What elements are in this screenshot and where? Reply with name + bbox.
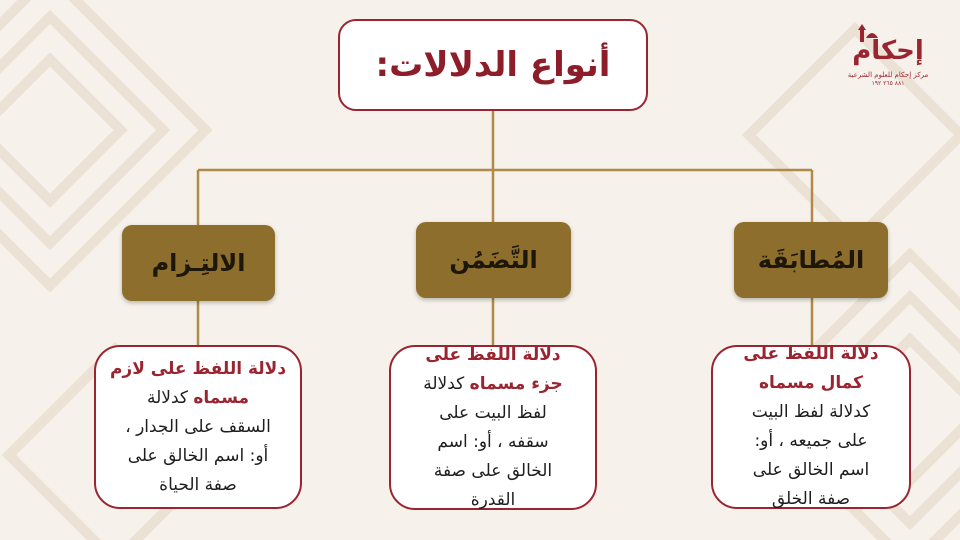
definition-line: كدلالة لفظ البيت	[751, 402, 871, 422]
brand-name: إحكام	[852, 36, 924, 66]
definition-line: على جميعه ، أو:	[754, 431, 868, 451]
definition-line: سقفه ، أو: اسم	[437, 431, 549, 452]
category-mutabaqa: المُطابَقَة	[734, 222, 888, 298]
definition-line: جزء مسماه كدلالة	[423, 373, 563, 394]
brand-tagline: مركز إحكام للعلوم الشرعية	[847, 71, 929, 79]
definition-line: دلالة اللفظ على لازم	[109, 358, 287, 379]
definition-line: اسم الخالق على	[752, 460, 870, 480]
category-label: المُطابَقَة	[757, 246, 865, 274]
category-iltizam: الالتِـزام	[122, 225, 275, 301]
category-label: التَّضَمُن	[449, 246, 538, 274]
definition-line: مسماه كدلالة	[146, 387, 250, 408]
definition-tadammun: دلالة اللفظ على جزء مسماه كدلالة لفظ الب…	[389, 345, 597, 510]
definition-line: لفظ البيت على	[439, 402, 547, 423]
category-label: الالتِـزام	[151, 249, 246, 277]
definition-line: السقف على الجدار ،	[125, 416, 271, 437]
brand-logo: إحكام مركز إحكام للعلوم الشرعية ٨٨١ ٢٦٥ …	[842, 24, 934, 94]
definition-iltizam: دلالة اللفظ على لازم مسماه كدلالة السقف …	[94, 345, 302, 509]
definition-line: كمال مسماه	[759, 373, 863, 393]
category-tadammun: التَّضَمُن	[416, 222, 571, 298]
mosque-icon	[858, 24, 878, 42]
definition-line: دلالة اللفظ على	[425, 344, 561, 365]
definition-line: أو: اسم الخالق على	[127, 445, 269, 466]
definition-line: صفة الخلق	[771, 489, 851, 509]
definition-mutabaqa: دلالة اللفظ على كمال مسماه كدلالة لفظ ال…	[711, 344, 911, 509]
brand-number: ٨٨١ ٢٦٥ ١٩٢	[871, 80, 905, 87]
definition-line: صفة الحياة	[159, 474, 237, 495]
definition-line: دلالة اللفظ على	[743, 344, 879, 364]
definition-line: القدرة	[470, 489, 516, 510]
definition-line: الخالق على صفة	[433, 460, 553, 481]
title-box: أنواع الدلالات:	[338, 19, 648, 111]
page-title: أنواع الدلالات:	[375, 45, 611, 85]
